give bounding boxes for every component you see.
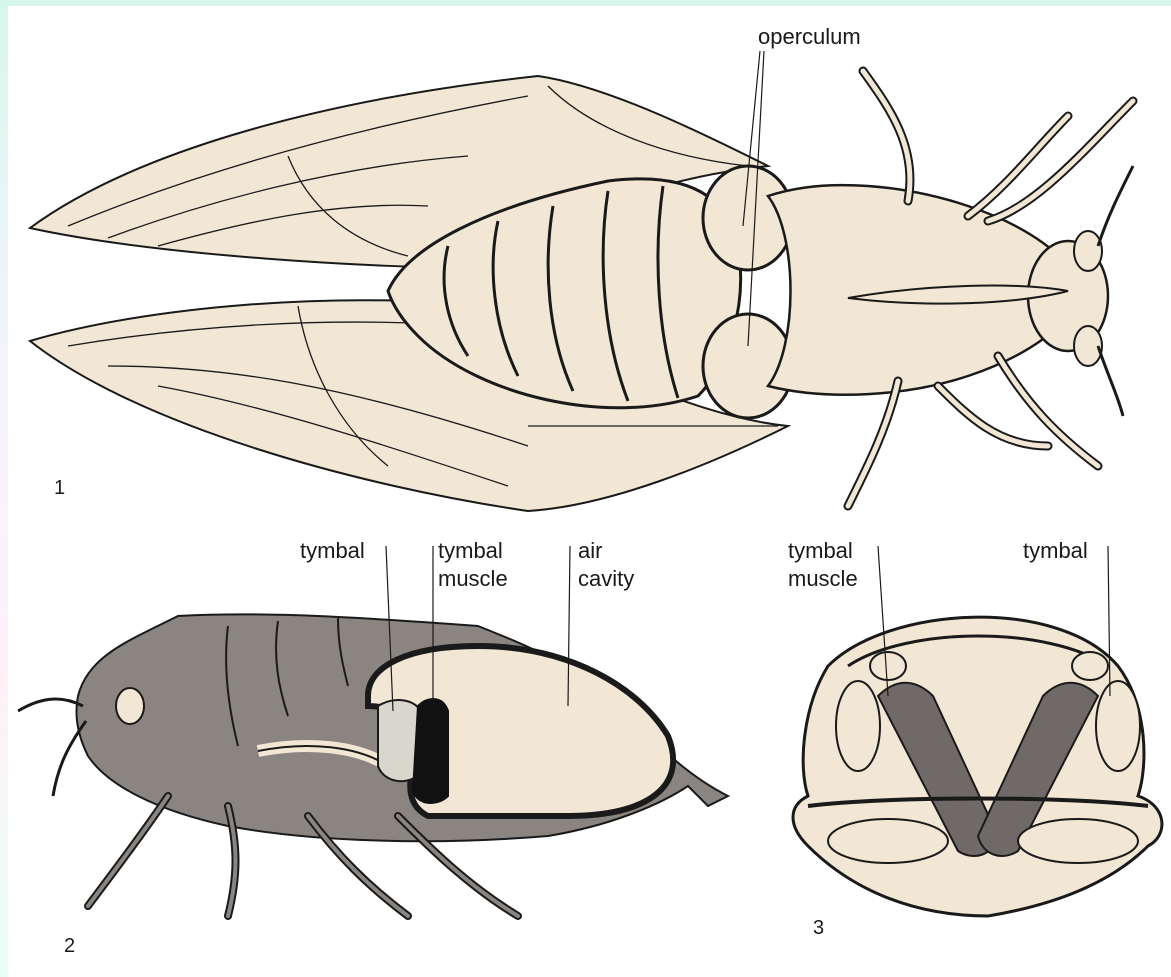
eye-left — [1074, 231, 1102, 271]
label-tymbal-muscle-fig2-line2: muscle — [438, 566, 508, 591]
antenna-lower — [1098, 346, 1123, 416]
tymbal-cap-left — [870, 652, 906, 680]
label-tymbal-muscle-fig3-line1: tymbal — [788, 538, 853, 563]
antenna-upper — [1098, 166, 1133, 246]
label-tymbal-muscle-fig3-line2: muscle — [788, 566, 858, 591]
tymbal-cap-right — [1072, 652, 1108, 680]
figure-3-number: 3 — [813, 917, 824, 939]
eye — [116, 688, 144, 724]
ventral-lobe-right — [1018, 819, 1138, 863]
label-air-cavity-line1: air — [578, 538, 602, 563]
tymbal-right-cross — [1096, 681, 1140, 771]
figure-2-side-section: tymbal tymbal muscle air cavity 2 — [18, 538, 728, 957]
cicada-anatomy-diagram: operculum 1 — [8, 6, 1171, 977]
figure-2-number: 2 — [64, 935, 75, 957]
figure-1-number: 1 — [54, 477, 65, 499]
tymbal-muscle — [413, 699, 448, 803]
eye-right — [1074, 326, 1102, 366]
ventral-lobe-left — [828, 819, 948, 863]
label-operculum: operculum — [758, 24, 861, 49]
label-tymbal-fig2: tymbal — [300, 538, 365, 563]
figure-3-cross-section: tymbal muscle tymbal 3 — [788, 538, 1162, 939]
side-antenna — [18, 699, 83, 711]
label-air-cavity-line2: cavity — [578, 566, 634, 591]
illustration-panel: operculum 1 — [8, 6, 1171, 977]
label-tymbal-muscle-fig2-line1: tymbal — [438, 538, 503, 563]
tymbal-left-cross — [836, 681, 880, 771]
figure-1-ventral-view: operculum 1 — [30, 24, 1133, 511]
label-tymbal-fig3: tymbal — [1023, 538, 1088, 563]
